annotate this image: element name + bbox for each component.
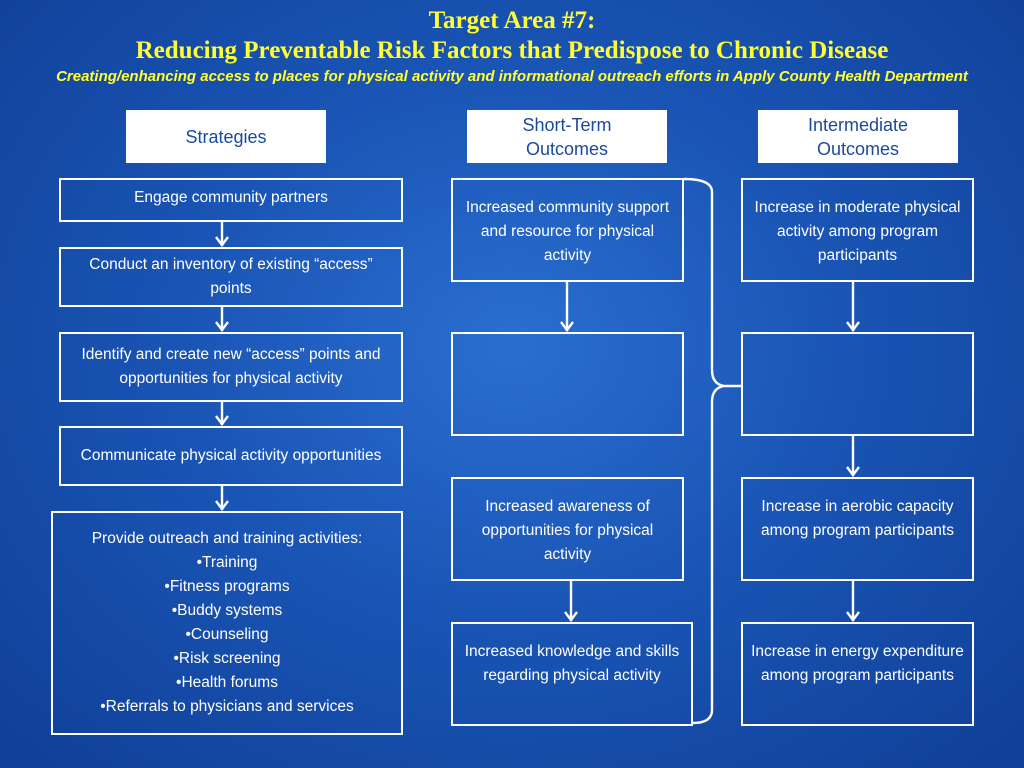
outreach-item: •Risk screening bbox=[173, 650, 281, 667]
header-strategies-label: Strategies bbox=[185, 126, 267, 147]
short-term-awareness-text: Increased awareness of opportunities for… bbox=[481, 498, 654, 563]
header-intermediate-line1: Intermediate bbox=[807, 114, 909, 135]
arrow-s4-s5-head bbox=[215, 500, 229, 511]
strategy-identify-access-text: Identify and create new “access” points … bbox=[81, 346, 381, 387]
arrow-st3-st4-head bbox=[564, 611, 578, 622]
outreach-item: •Buddy systems bbox=[171, 602, 283, 619]
title-block: Target Area #7: Reducing Preventable Ris… bbox=[0, 6, 1024, 88]
header-short-term-outcomes: Short-Term Outcomes bbox=[467, 110, 667, 163]
arrow-s3-s4-head bbox=[215, 415, 229, 426]
intermediate-empty-box bbox=[741, 332, 974, 436]
intermediate-moderate-activity-text: Increase in moderate physical activity a… bbox=[754, 199, 961, 264]
header-intermediate-outcomes: Intermediate Outcomes bbox=[758, 110, 958, 163]
strategy-outreach-training: Provide outreach and training activities… bbox=[51, 511, 403, 735]
slide-subtitle: Reducing Preventable Risk Factors that P… bbox=[135, 37, 889, 64]
outreach-item: •Training bbox=[196, 554, 258, 571]
arrow-s1-s2-head bbox=[215, 236, 229, 247]
header-short-term-line2: Outcomes bbox=[525, 138, 609, 159]
intermediate-energy-expenditure-text: Increase in energy expenditure among pro… bbox=[751, 643, 964, 684]
arrow-io1-io2-head bbox=[846, 321, 860, 332]
header-short-term-line1: Short-Term bbox=[522, 114, 612, 135]
short-term-awareness: Increased awareness of opportunities for… bbox=[451, 477, 684, 581]
slide-description: Creating/enhancing access to places for … bbox=[56, 68, 968, 85]
brace-connector bbox=[683, 177, 742, 725]
intermediate-aerobic-capacity-text: Increase in aerobic capacity among progr… bbox=[761, 498, 954, 539]
short-term-knowledge-skills-text: Increased knowledge and skills regarding… bbox=[464, 643, 680, 684]
short-term-community-support: Increased community support and resource… bbox=[451, 178, 684, 282]
header-strategies: Strategies bbox=[126, 110, 326, 163]
short-term-empty-box bbox=[451, 332, 684, 436]
intermediate-moderate-activity: Increase in moderate physical activity a… bbox=[741, 178, 974, 282]
intermediate-aerobic-capacity: Increase in aerobic capacity among progr… bbox=[741, 477, 974, 581]
strategy-communicate: Communicate physical activity opportunit… bbox=[59, 426, 403, 486]
short-term-knowledge-skills: Increased knowledge and skills regarding… bbox=[451, 622, 693, 726]
header-intermediate-line2: Outcomes bbox=[816, 138, 900, 159]
strategy-identify-access: Identify and create new “access” points … bbox=[59, 332, 403, 402]
arrow-io3-io4-head bbox=[846, 611, 860, 622]
strategy-engage-partners: Engage community partners bbox=[59, 178, 403, 222]
outreach-item: •Counseling bbox=[185, 626, 269, 643]
arrow-io2-io3-head bbox=[846, 466, 860, 477]
arrow-st1-st2-head bbox=[560, 321, 574, 332]
arrow-down bbox=[215, 222, 860, 622]
slide-title: Target Area #7: bbox=[428, 7, 596, 34]
intermediate-energy-expenditure: Increase in energy expenditure among pro… bbox=[741, 622, 974, 726]
strategy-inventory-text: Conduct an inventory of existing “access… bbox=[89, 256, 373, 297]
outreach-list: Provide outreach and training activities… bbox=[92, 517, 363, 729]
outreach-item: •Fitness programs bbox=[164, 578, 290, 595]
outreach-item: •Referrals to physicians and services bbox=[100, 698, 354, 715]
strategy-communicate-text: Communicate physical activity opportunit… bbox=[80, 447, 382, 464]
outreach-item: •Health forums bbox=[176, 674, 278, 691]
strategy-inventory: Conduct an inventory of existing “access… bbox=[59, 247, 403, 307]
outreach-heading: Provide outreach and training activities… bbox=[91, 530, 363, 547]
strategy-engage-partners-text: Engage community partners bbox=[134, 189, 328, 206]
arrow-s2-s3-head bbox=[215, 321, 229, 332]
short-term-community-support-text: Increased community support and resource… bbox=[465, 199, 670, 264]
